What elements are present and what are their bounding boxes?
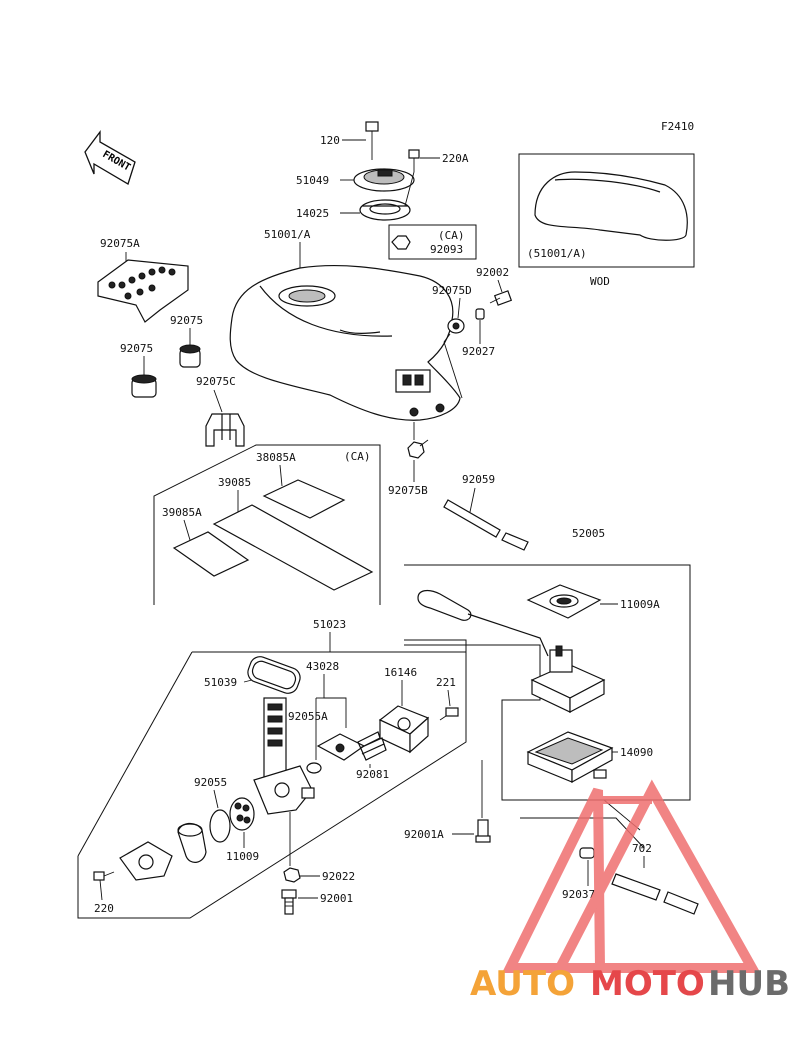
watermark-text: AUTO MOTO HUB <box>470 964 790 1004</box>
label-92093: 92093 <box>430 243 463 256</box>
label-92055a: 92055A <box>288 710 328 723</box>
screw-221 <box>439 707 459 721</box>
label-16146: 16146 <box>384 666 417 679</box>
plate-14090 <box>526 731 614 784</box>
bolt-92002 <box>489 290 513 306</box>
label-92059: 92059 <box>462 473 495 486</box>
sender-frame-52005 <box>404 564 691 801</box>
screw-220 <box>93 871 115 881</box>
watermark-part1: AUTO <box>470 964 575 1004</box>
gasket-51039 <box>247 656 301 694</box>
wod-inset: (51001/A) WOD <box>518 153 695 288</box>
bracket-92075a <box>97 259 189 323</box>
label-92001a: 92001A <box>404 828 444 841</box>
label-92075a: 92075A <box>100 237 140 250</box>
nut-92022 <box>283 867 301 883</box>
pad-38085a <box>262 479 346 519</box>
inset-part-label: (51001/A) <box>527 247 587 260</box>
oring-92055 <box>209 809 231 843</box>
label-92037: 92037 <box>562 888 595 901</box>
label-51049: 51049 <box>296 174 329 187</box>
watermark-part3: HUB <box>708 964 790 1004</box>
gasket-11009a <box>526 584 602 619</box>
label-39085a: 39085A <box>162 506 202 519</box>
label-92081: 92081 <box>356 768 389 781</box>
front-arrow-icon: FRONT <box>84 130 136 185</box>
label-220: 220 <box>94 902 114 915</box>
cover-16146 <box>378 705 430 754</box>
pads-frame: (CA) <box>153 444 381 605</box>
wod-label: WOD <box>590 275 610 288</box>
pad-39085a <box>172 531 250 577</box>
hose-702 <box>611 873 699 915</box>
label-51023: 51023 <box>313 618 346 631</box>
label-92002: 92002 <box>476 266 509 279</box>
hose-92059 <box>443 499 529 551</box>
fuel-tank <box>229 264 461 421</box>
label-14090: 14090 <box>620 746 653 759</box>
label-14025: 14025 <box>296 207 329 220</box>
watermark-logo-icon <box>501 779 761 973</box>
elbow-fitting <box>177 822 207 863</box>
oring-92055a <box>306 762 322 774</box>
bolt-120 <box>365 121 379 160</box>
filter-11009 <box>229 797 255 831</box>
sender-float <box>417 589 549 657</box>
label-92075c: 92075C <box>196 375 236 388</box>
fuel-tap-body <box>253 697 315 815</box>
label-52005: 52005 <box>572 527 605 540</box>
watermark-part2: MOTO <box>590 964 705 1004</box>
label-92075b: 92075B <box>388 484 428 497</box>
gasket-plate-left <box>119 841 173 881</box>
label-92055: 92055 <box>194 776 227 789</box>
label-51039: 51039 <box>204 676 237 689</box>
fuel-tap-frame <box>77 651 467 919</box>
label-92075d: 92075D <box>432 284 472 297</box>
diaphragm-plate <box>316 733 366 761</box>
sender-unit <box>530 645 606 713</box>
ca-box-92093: (CA) 92093 <box>388 224 477 260</box>
label-39085: 39085 <box>218 476 251 489</box>
ca-label-pads: (CA) <box>344 450 371 463</box>
label-702: 702 <box>632 842 652 855</box>
label-92001: 92001 <box>320 892 353 905</box>
label-43028: 43028 <box>306 660 339 673</box>
clamp-92037 <box>579 847 595 859</box>
label-92075-lower: 92075 <box>120 342 153 355</box>
label-92075-upper: 92075 <box>170 314 203 327</box>
cap-51049 <box>353 168 415 192</box>
bolt-92075b <box>407 439 429 459</box>
collar-92075d <box>447 318 465 334</box>
drain-bolt-92001 <box>281 889 297 915</box>
clip-92075c <box>205 413 245 447</box>
label-11009: 11009 <box>226 850 259 863</box>
label-92022: 92022 <box>322 870 355 883</box>
damper-92075-lower <box>131 374 157 398</box>
label-92027: 92027 <box>462 345 495 358</box>
label-51001a: 51001/A <box>264 228 311 241</box>
ring-14025 <box>359 199 411 221</box>
pad-39085 <box>212 504 374 591</box>
damper-92075-upper <box>179 344 201 368</box>
collar-92027 <box>475 308 485 320</box>
label-221: 221 <box>436 676 456 689</box>
spring-92081 <box>357 731 387 761</box>
label-38085a: 38085A <box>256 451 296 464</box>
figure-code: F2410 <box>661 120 694 133</box>
bolt-92001a <box>475 819 491 843</box>
ca-label-top: (CA) <box>438 229 465 242</box>
label-220a: 220A <box>442 152 469 165</box>
label-11009a: 11009A <box>620 598 660 611</box>
label-120: 120 <box>320 134 340 147</box>
screw-220a <box>408 149 420 172</box>
